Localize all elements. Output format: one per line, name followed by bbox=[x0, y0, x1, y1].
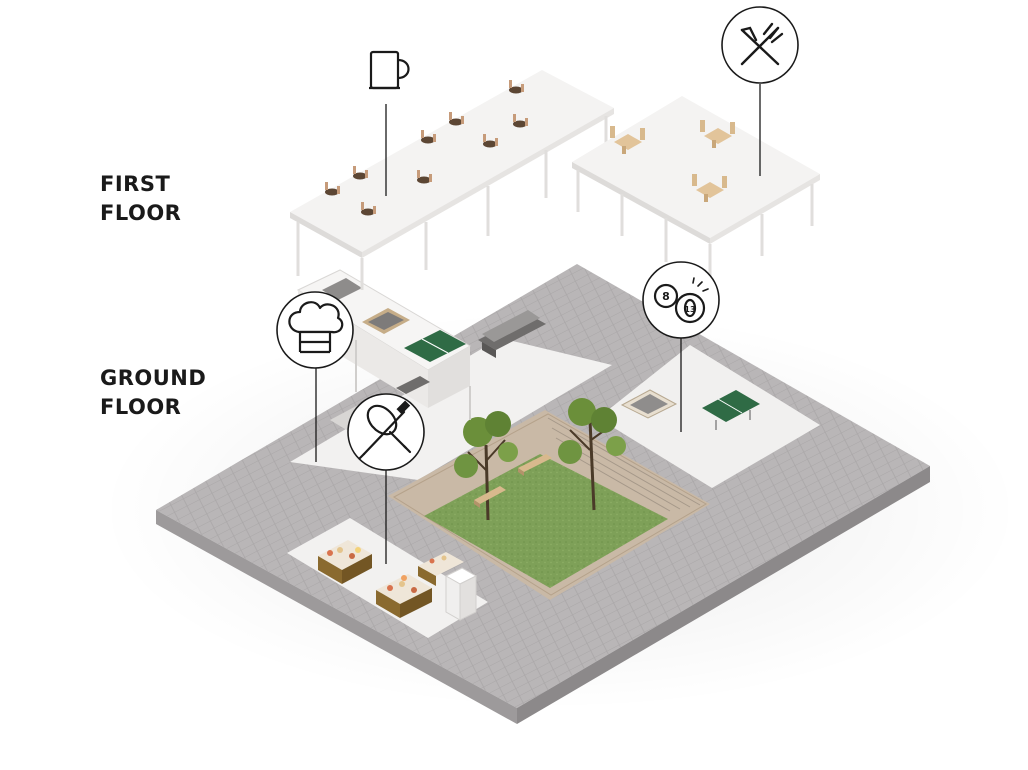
bakery-counters bbox=[318, 540, 478, 621]
bench-2 bbox=[518, 454, 552, 476]
first-floor-cafe-slab bbox=[290, 70, 614, 290]
tree-right bbox=[558, 398, 626, 511]
game-room-slab bbox=[598, 345, 820, 488]
game-room-items bbox=[620, 389, 760, 430]
svg-text:13: 13 bbox=[684, 305, 695, 314]
bench-1 bbox=[474, 486, 506, 508]
lawn bbox=[424, 454, 668, 588]
first-floor-label-line-1: FIRST bbox=[100, 172, 171, 196]
first-floor-dining-slab bbox=[572, 96, 820, 296]
knife-fork-icon bbox=[721, 6, 799, 84]
svg-text:8: 8 bbox=[662, 290, 670, 303]
coffee-mug-icon bbox=[369, 50, 410, 90]
kitchen-block bbox=[296, 269, 546, 432]
leader-lines bbox=[315, 84, 761, 564]
platform-side-left bbox=[156, 510, 517, 724]
first-floor-label: FIRST FLOOR bbox=[100, 170, 181, 228]
tree-left bbox=[454, 411, 518, 521]
platform-side-right bbox=[517, 466, 930, 724]
dining-tables bbox=[610, 120, 735, 202]
chef-hat-icon bbox=[276, 291, 354, 369]
billiard-balls-icon: 8 13 bbox=[642, 261, 720, 339]
first-floor-label-line-2: FLOOR bbox=[100, 201, 182, 225]
whisk-rolling-pin-icon bbox=[347, 393, 425, 471]
ground-floor-label-line-1: GROUND bbox=[100, 366, 207, 390]
cafe-tables bbox=[325, 80, 528, 216]
